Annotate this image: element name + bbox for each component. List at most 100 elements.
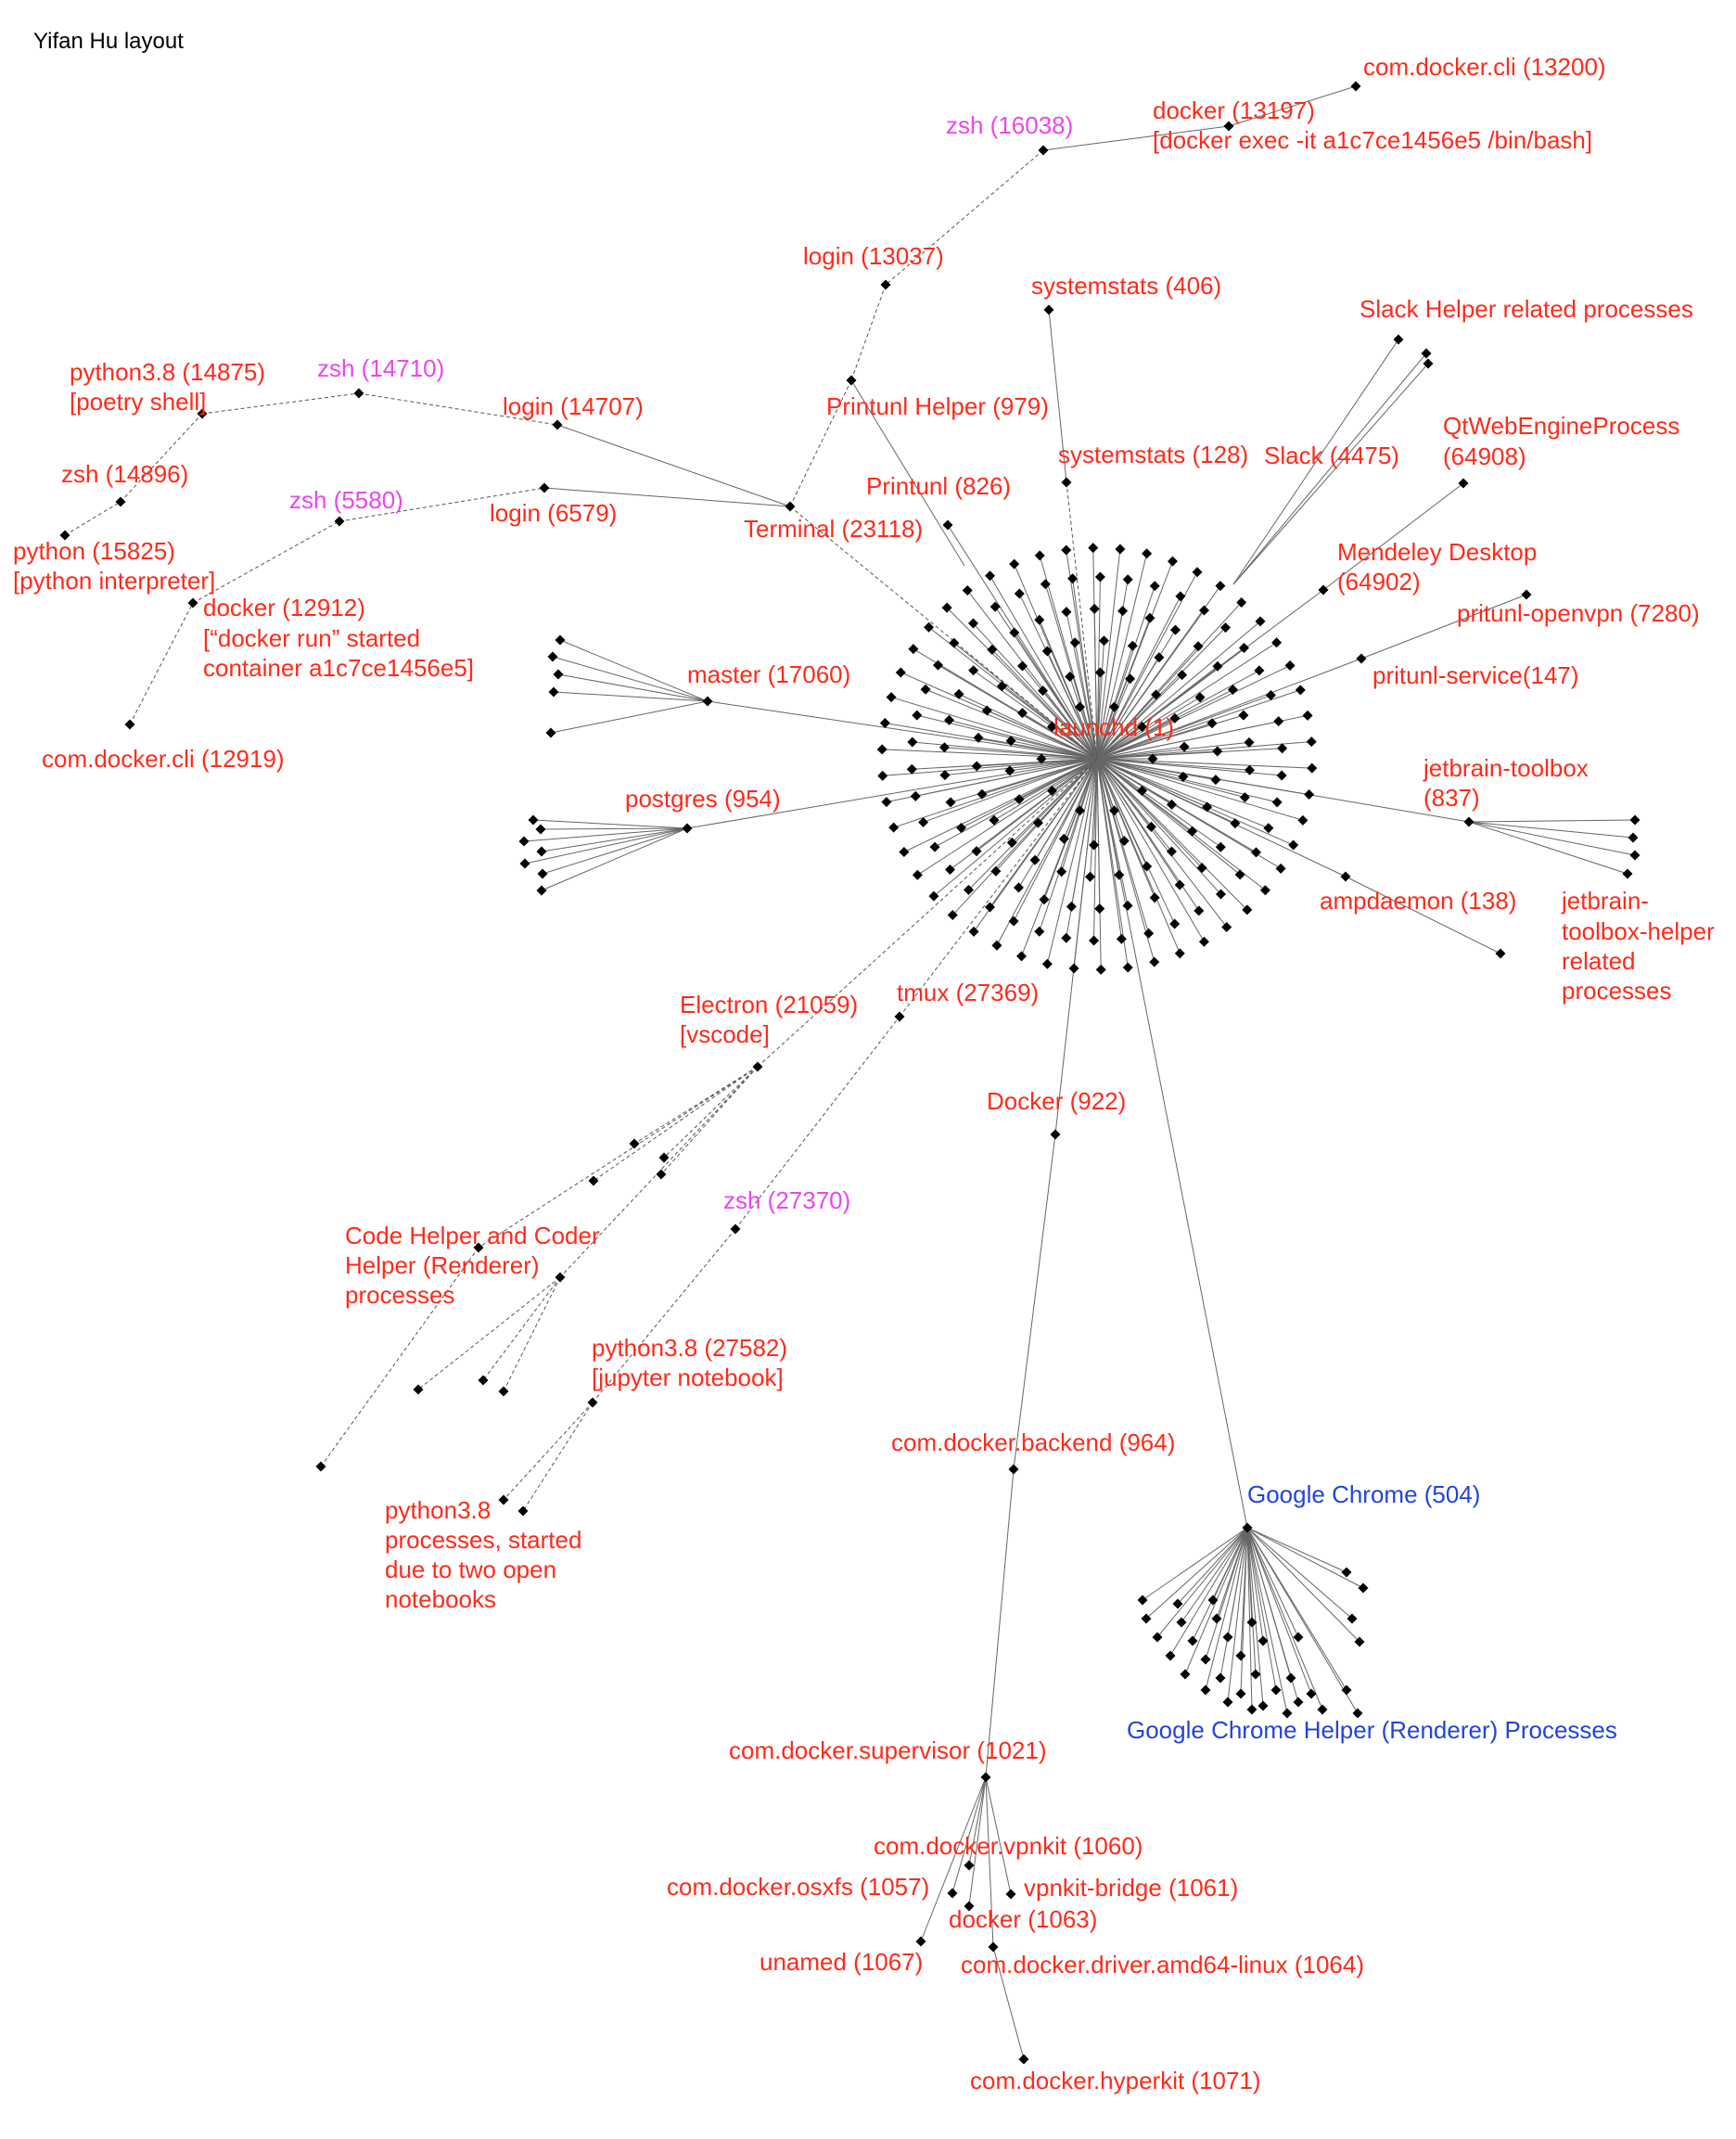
graph-edge [1018,593,1098,760]
graph-node [907,736,918,748]
graph-node [552,419,563,430]
graph-edge [913,648,1098,760]
graph-edge [951,758,1098,916]
graph-node [1034,614,1045,625]
graph-edge [996,758,1098,946]
label-docker-run-1: [“docker run” started [203,624,420,652]
graph-node [1276,770,1287,781]
label-zsh-14896: zsh (14896) [61,460,188,488]
graph-title: Yifan Hu layout [33,29,184,54]
graph-edge [1021,758,1098,957]
graph-node [1220,622,1232,634]
graph-node [535,824,546,835]
graph-node [1174,879,1185,890]
graph-edge [1096,758,1176,925]
graph-edge [1039,758,1098,932]
graph-node [1215,1672,1226,1684]
graph-edge [985,1468,1015,1778]
graph-node [1018,2054,1029,2065]
graph-edge [949,719,1098,760]
graph-edge [886,758,1098,803]
label-printunl-helper: Printunl Helper (979) [826,392,1049,420]
graph-node [1169,712,1181,724]
graph-edge [523,827,688,842]
graph-edge [944,758,1098,776]
graph-node [1295,685,1306,696]
graph-node [1194,905,1205,916]
graph-node [1014,588,1025,599]
graph-edge [559,639,708,702]
label-docker-13197-cmd: [docker exec -it a1c7ce1456e5 /bin/bash] [1153,126,1592,154]
graph-edge [934,758,1098,848]
label-login-14707: login (14707) [503,392,644,420]
graph-node [1143,928,1155,939]
graph-node [1234,869,1245,880]
graph-node [964,1901,975,1912]
graph-node [1137,786,1148,797]
graph-edge [1096,758,1228,928]
graph-node [1254,665,1265,676]
label-docker-driver: com.docker.driver.amd64-linux (1064) [961,1951,1364,1979]
graph-edge [1246,1527,1299,1703]
graph-edge [1096,548,1121,760]
graph-node [1275,863,1286,874]
graph-node [124,719,135,730]
graph-node [906,763,917,775]
graph-node [1206,718,1218,729]
label-py-procs-1: python3.8 [385,1496,491,1524]
graph-edge [1054,758,1098,1135]
graph-node [1180,1669,1191,1680]
graph-node [1235,1688,1246,1699]
graph-node [547,651,558,662]
graph-edge [192,520,340,604]
graph-node [115,496,126,507]
graph-node [1212,660,1223,672]
graph-node [971,846,982,857]
label-docker-13197: docker (13197) [1153,96,1315,124]
graph-edge [552,656,708,702]
graph-node [1065,671,1076,682]
label-zsh-14710: zsh (14710) [317,354,444,382]
graph-node [1193,641,1204,652]
graph-edge [992,1946,1025,2060]
graph-node [1154,652,1165,663]
graph-edge [129,602,194,725]
graph-node [1200,1684,1211,1696]
label-code-helper-2: Helper (Renderer) [345,1251,540,1279]
graph-edge [1096,758,1282,869]
graph-edge [1246,1527,1312,1695]
graph-edge [1468,821,1628,875]
graph-node [1149,581,1160,592]
graph-node [1151,689,1162,700]
graph-edge [1096,758,1155,963]
graph-node [963,884,974,895]
graph-node [1238,710,1249,721]
graph-edge [1096,758,1221,895]
graph-node [197,408,208,419]
graph-edge [1219,1527,1248,1679]
graph-node [895,667,906,678]
graph-node [1207,1595,1219,1606]
graph-edge [1246,1527,1347,1573]
graph-node [1340,871,1351,882]
graph-edge [557,673,708,702]
graph-node [1194,692,1206,703]
graph-edge [541,827,688,852]
graph-edge [1181,1527,1248,1623]
graph-edge [1232,363,1429,585]
graph-node [1222,1697,1233,1708]
graph-edge [1039,555,1098,760]
graph-node [1285,1672,1296,1684]
graph-node [1227,685,1238,696]
graph-node [939,770,951,781]
graph-node [1050,1129,1061,1140]
graph-edge [973,622,1098,760]
graph-node [1046,721,1057,732]
graph-labels: Yifan Hu layout com.docker.cli (13200) d… [13,29,1715,2094]
label-zsh-27370: zsh (27370) [723,1186,850,1214]
graph-node [1167,556,1178,567]
graph-edge [1169,1527,1248,1657]
graph-node [1067,573,1079,584]
graph-edge [1096,714,1308,760]
label-docker-supervisor: com.docker.supervisor (1021) [729,1736,1046,1764]
